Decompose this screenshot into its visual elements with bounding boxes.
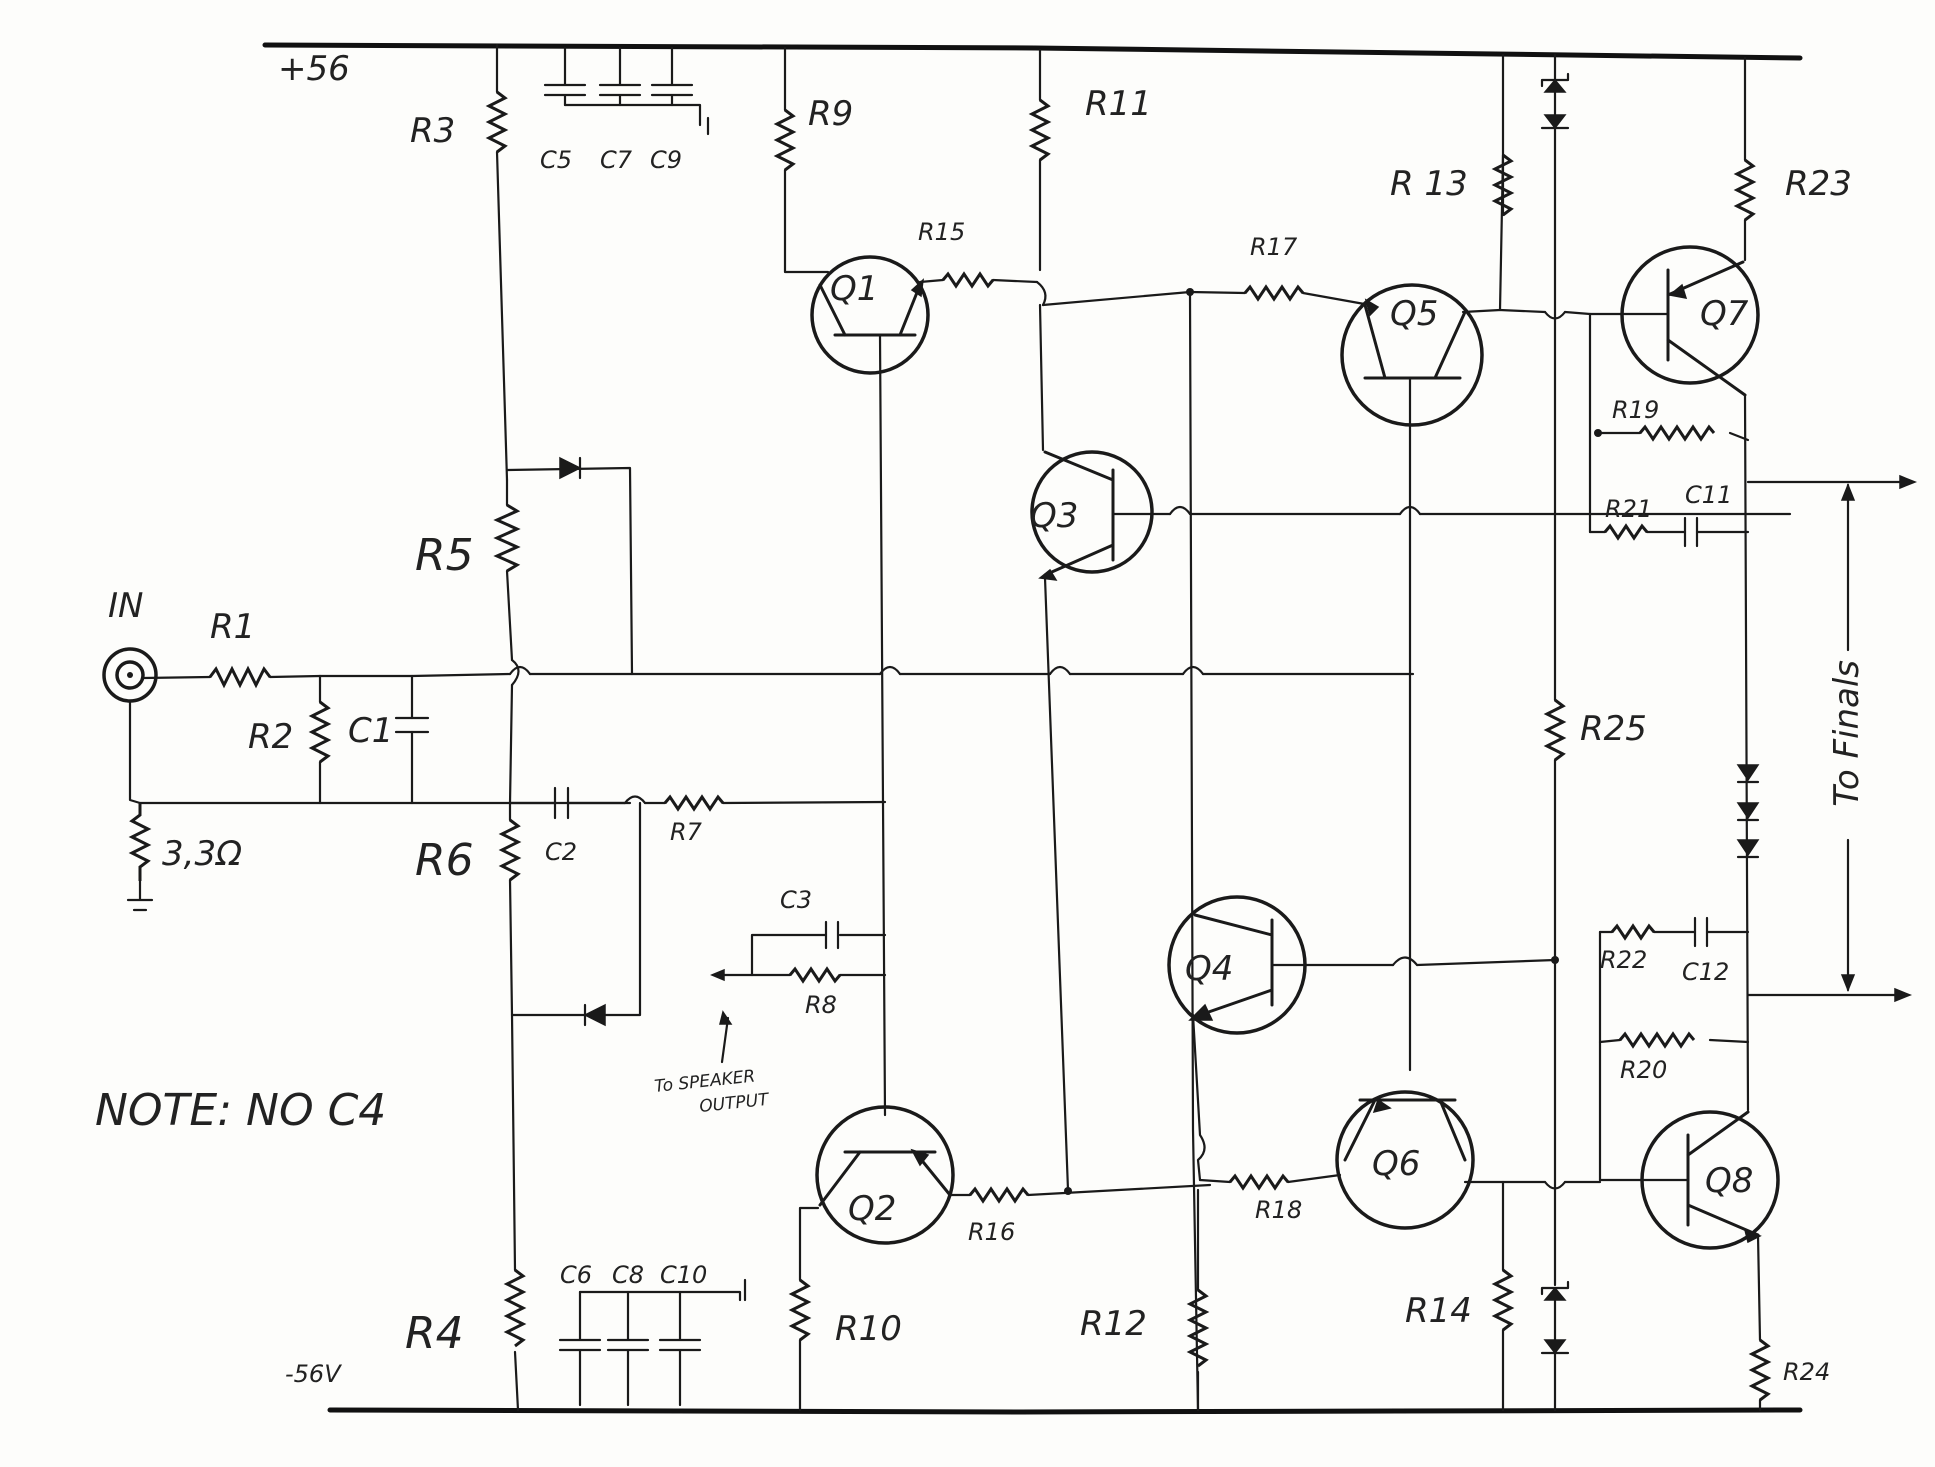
- R6-resistor: [498, 818, 522, 882]
- Q3-label: Q3: [1030, 496, 1078, 536]
- R16-label: R16: [968, 1218, 1015, 1246]
- R8-resistor: [788, 966, 842, 984]
- C7-label: C7: [600, 146, 633, 174]
- Q7-label: Q7: [1700, 294, 1749, 334]
- R20-resistor: [1618, 1031, 1696, 1049]
- C1-label: C1: [348, 711, 393, 751]
- R25-label: R25: [1580, 709, 1647, 749]
- R25-resistor: [1543, 698, 1567, 762]
- Q5-transistor: [1340, 283, 1484, 427]
- R15-label: R15: [918, 218, 965, 246]
- C6-label: C6: [560, 1261, 592, 1289]
- C10-label: C10: [660, 1261, 707, 1289]
- Q6-label: Q6: [1372, 1144, 1420, 1184]
- R16-resistor: [968, 1186, 1030, 1204]
- C5-label: C5: [540, 146, 572, 174]
- Q1-label: Q1: [830, 269, 878, 309]
- R5-label: R5: [415, 530, 474, 581]
- input-jack: [102, 647, 158, 703]
- R8-label: R8: [805, 991, 837, 1019]
- R14-label: R14: [1405, 1291, 1472, 1331]
- R9-label: R9: [808, 94, 853, 134]
- R17-resistor: [1243, 284, 1305, 302]
- diode-bottom: [583, 1003, 606, 1027]
- output-arrow-top: [1899, 474, 1918, 490]
- bypass-caps-bottom: [558, 1278, 747, 1407]
- bypass-caps-top: [543, 46, 710, 136]
- positive-rail: [262, 42, 1803, 61]
- Q5-label: Q5: [1390, 294, 1438, 334]
- R18-resistor: [1228, 1173, 1290, 1191]
- R24-resistor: [1748, 1338, 1772, 1402]
- R24-label: R24: [1783, 1358, 1830, 1386]
- C1-capacitor: [394, 716, 430, 734]
- R13-label: R 13: [1390, 164, 1468, 204]
- R19-label: R19: [1612, 396, 1659, 424]
- R2-resistor: [308, 700, 332, 764]
- R12-resistor: [1186, 1288, 1210, 1368]
- C11-label: C11: [1685, 481, 1732, 509]
- ground-resistor-label: 3,3Ω: [162, 834, 242, 874]
- R18-label: R18: [1255, 1196, 1302, 1224]
- R19-resistor: [1638, 424, 1716, 442]
- zener-bottom: [1540, 1280, 1570, 1412]
- C12-capacitor: [1693, 916, 1709, 948]
- C8-label: C8: [612, 1261, 644, 1289]
- Q4-label: Q4: [1185, 949, 1233, 989]
- C2-label: C2: [545, 838, 577, 866]
- R4-label: R4: [405, 1308, 464, 1359]
- negative-rail: [327, 1407, 1803, 1415]
- Q2-transistor: [815, 1105, 955, 1245]
- negative-rail-label: -56V: [285, 1360, 342, 1388]
- R7-resistor: [663, 794, 725, 812]
- C12-label: C12: [1682, 958, 1729, 986]
- speaker-label-line2: OUTPUT: [698, 1090, 771, 1117]
- R13-resistor: [1491, 153, 1515, 217]
- Q1-transistor: [810, 255, 930, 375]
- C9-label: C9: [650, 146, 682, 174]
- R10-label: R10: [835, 1309, 902, 1349]
- Q8-label: Q8: [1705, 1161, 1753, 1201]
- R1-label: R1: [210, 607, 255, 647]
- R17-label: R17: [1250, 233, 1298, 261]
- input-label: IN: [108, 586, 143, 626]
- R2-label: R2: [248, 717, 293, 757]
- R12-label: R12: [1080, 1304, 1147, 1344]
- Q6-transistor: [1335, 1090, 1475, 1230]
- R15-resistor: [941, 271, 995, 289]
- R1-resistor: [208, 665, 272, 689]
- R21-label: R21: [1605, 495, 1652, 523]
- R11-label: R11: [1085, 84, 1152, 124]
- positive-rail-label: +56: [278, 49, 350, 89]
- C11-capacitor: [1683, 516, 1699, 548]
- R23-label: R23: [1785, 164, 1852, 204]
- R10-resistor: [788, 1278, 812, 1342]
- R22-label: R22: [1600, 946, 1647, 974]
- 3-3-ohm-resistor: [128, 803, 152, 881]
- zener-top: [1540, 53, 1570, 130]
- R23-resistor: [1733, 158, 1757, 222]
- R9-resistor: [773, 108, 797, 172]
- diode-top: [559, 456, 582, 480]
- R22-resistor: [1610, 923, 1656, 941]
- Q2-label: Q2: [848, 1189, 896, 1229]
- note-text: NOTE: NO C4: [95, 1085, 386, 1136]
- finals-label: To Finals: [1827, 660, 1867, 807]
- R14-resistor: [1491, 1268, 1515, 1332]
- R21-resistor: [1603, 523, 1649, 541]
- C3-label: C3: [780, 886, 812, 914]
- R7-label: R7: [670, 818, 703, 846]
- R3-resistor: [485, 90, 509, 154]
- R11-resistor: [1028, 98, 1052, 162]
- R5-resistor: [493, 503, 521, 573]
- output-arrow-bottom: [1894, 987, 1913, 1003]
- R4-resistor: [503, 1268, 527, 1348]
- R20-label: R20: [1620, 1056, 1667, 1084]
- C3-capacitor: [824, 920, 840, 950]
- R3-label: R3: [410, 111, 455, 151]
- R6-label: R6: [415, 835, 474, 886]
- bias-diodes: [1736, 764, 1760, 859]
